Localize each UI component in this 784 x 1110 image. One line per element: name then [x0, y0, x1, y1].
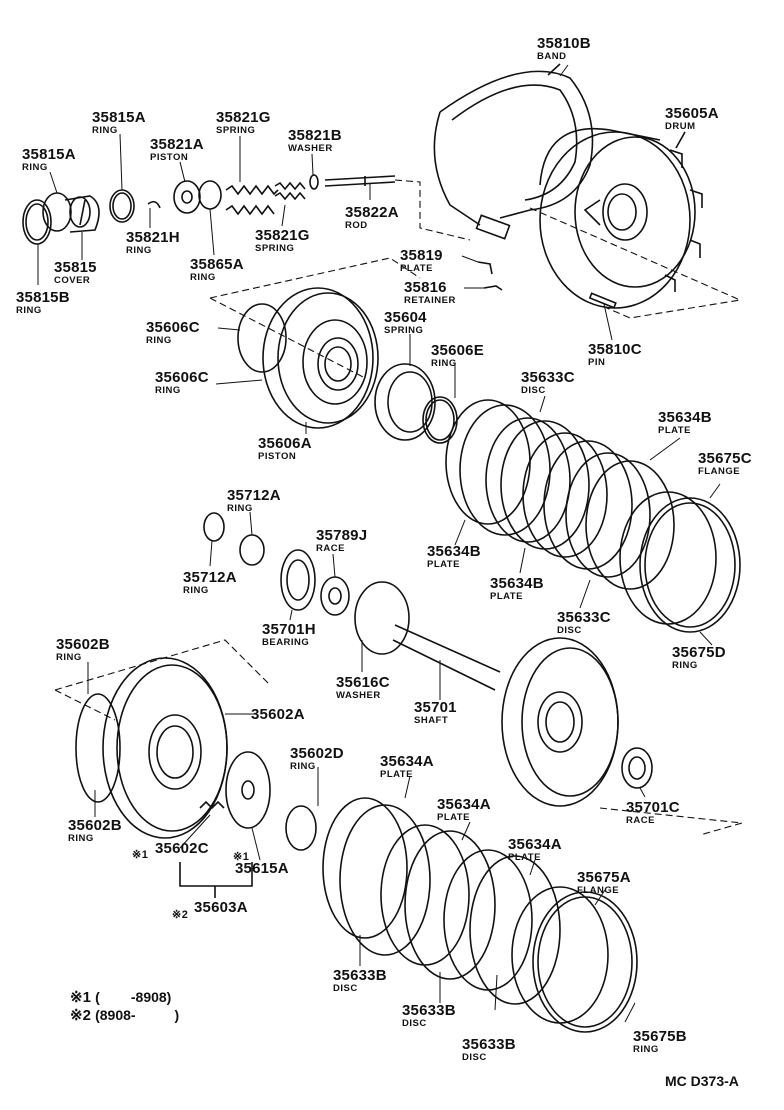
note-mark-1b: ※1 [233, 851, 250, 863]
footnote-1-mark: ※1 [70, 989, 91, 1006]
clutch-pack-lower [322, 797, 638, 1033]
shaft-35701 [354, 581, 653, 807]
footnote-2-mark: ※2 [70, 1007, 91, 1024]
footnote-2: ※2 (8908- ) [70, 1006, 179, 1024]
note-mark-2: ※2 [172, 909, 189, 921]
callout-35615a: 35615A [235, 860, 289, 877]
group-bracket [179, 862, 253, 898]
plate-retainer [477, 261, 503, 291]
pin-35810c [588, 292, 617, 309]
note-mark-1a: ※1 [132, 849, 149, 861]
band-35810b [433, 63, 594, 240]
footnote-1-range: ( -8908) [95, 989, 172, 1005]
callout-35602a: 35602A [251, 706, 305, 723]
leader-lines [37, 64, 721, 1023]
footnote-1: ※1 ( -8908) [70, 988, 171, 1006]
piston-35606a [237, 287, 379, 429]
drum-35605a [539, 128, 703, 309]
diagram-code: MC D373-A [665, 1073, 739, 1089]
callout-35602c: 35602C [155, 840, 209, 857]
footnote-2-range: (8908- ) [95, 1007, 180, 1023]
servo-parts [22, 174, 396, 245]
spring-35604 [374, 363, 458, 444]
small-rings-bearing [203, 512, 350, 616]
clutch-pack-upper [445, 399, 741, 633]
callout-35603a: 35603A [194, 899, 248, 916]
assembly-guide-lines [54, 179, 743, 836]
piston-35602a [75, 657, 317, 851]
